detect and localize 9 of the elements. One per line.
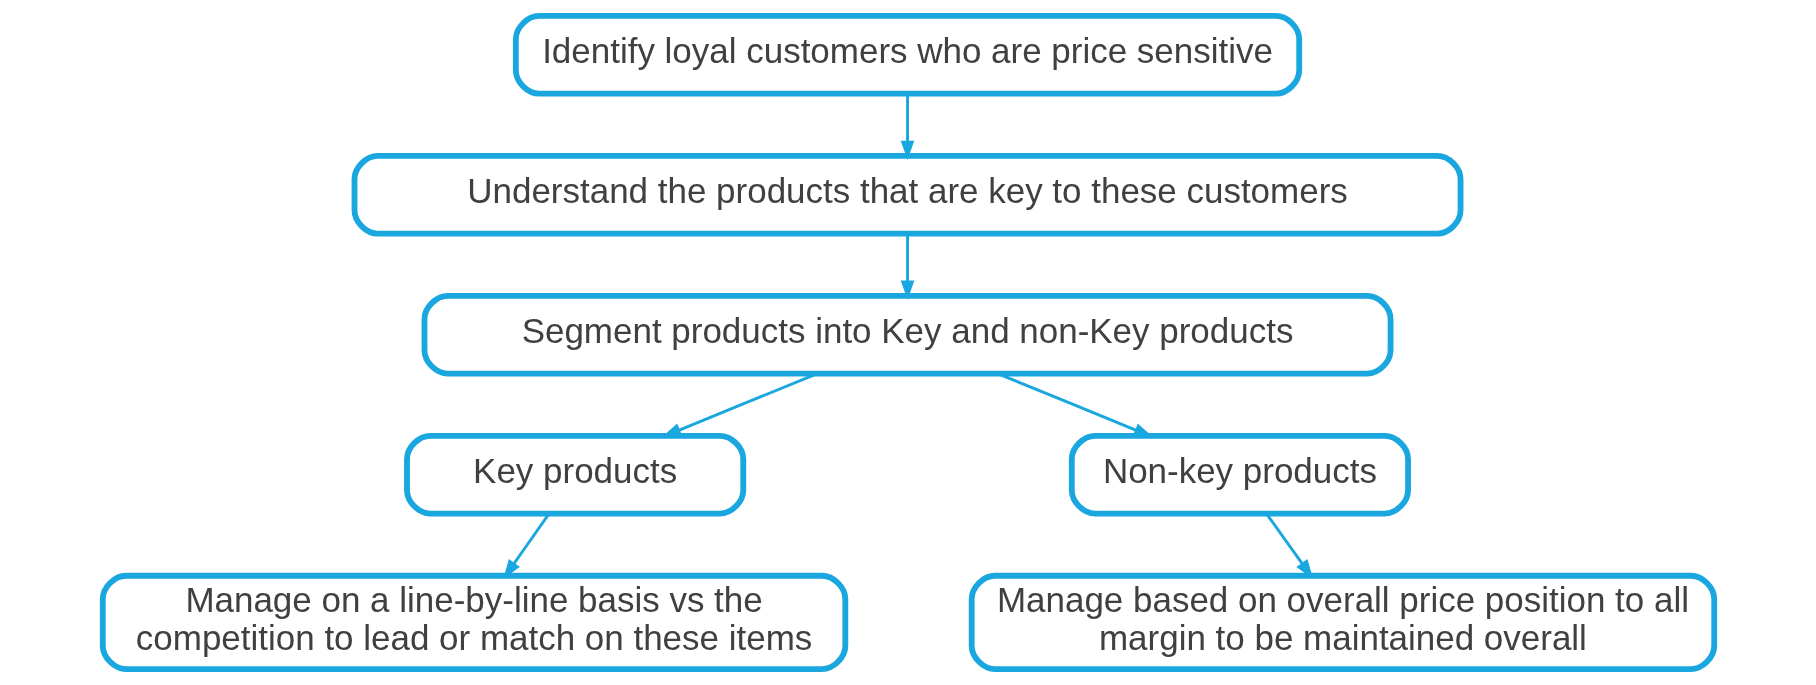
node-box: Manage on a line-by-line basis vs the competition to lead or match on these items	[99, 572, 848, 672]
arrow	[900, 93, 914, 161]
node-box: Segment products into Key and non-Key products	[421, 292, 1393, 377]
arrow	[900, 233, 914, 301]
node-box: Key products	[403, 432, 746, 517]
node-box: Non-key products	[1068, 432, 1411, 517]
node-box: Identify loyal customers who are price sensitive	[512, 13, 1302, 97]
node-box: Manage based on overall price position to all margin to be maintained overall	[968, 572, 1717, 672]
node-box: Understand the products that are key to these customers	[351, 152, 1463, 237]
